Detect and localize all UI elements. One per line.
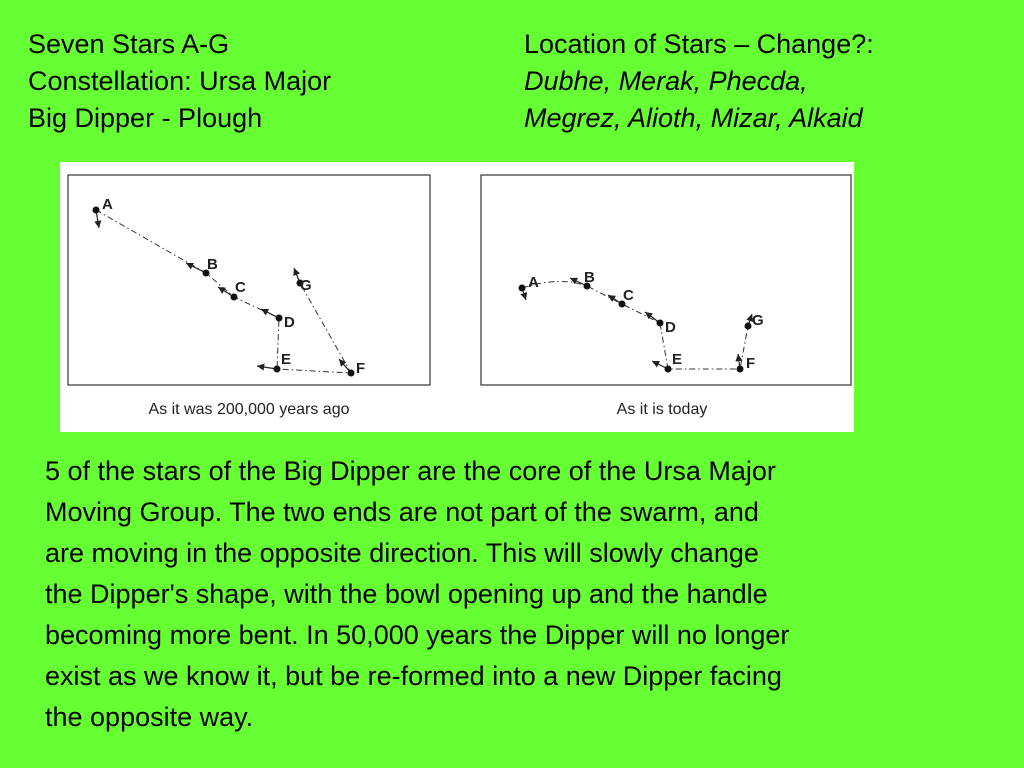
- past-star-b: [202, 269, 210, 277]
- paragraph-line-7: the opposite way.: [45, 702, 254, 732]
- present-dipper: [521, 280, 749, 370]
- explanation-paragraph: 5 of the stars of the Big Dipper are the…: [45, 451, 1005, 738]
- star-names-line-2: Megrez, Alioth, Mizar, Alkaid: [524, 103, 863, 133]
- present-star-c: [618, 300, 626, 308]
- present-star-f: [736, 365, 744, 373]
- past-motion-arrows: [94, 209, 352, 374]
- present-stars: [518, 282, 752, 373]
- present-label-d: D: [665, 319, 676, 336]
- past-dipper: [95, 209, 352, 374]
- heading-left: Seven Stars A-G Constellation: Ursa Majo…: [28, 26, 498, 137]
- past-star-e: [273, 365, 281, 373]
- past-label-d: D: [284, 314, 295, 331]
- paragraph-line-2: Moving Group. The two ends are not part …: [45, 497, 759, 527]
- past-star-g: [296, 279, 304, 287]
- paragraph-line-6: exist as we know it, but be re-formed in…: [45, 661, 782, 691]
- past-dipper-outline: [95, 209, 352, 374]
- present-star-a: [518, 284, 526, 292]
- heading-right: Location of Stars – Change?: Dubhe, Mera…: [524, 26, 1014, 137]
- past-label-g: G: [300, 277, 312, 294]
- heading-constellation: Constellation: Ursa Major: [28, 66, 332, 96]
- heading-location-change: Location of Stars – Change?:: [524, 29, 874, 59]
- present-star-e: [664, 365, 672, 373]
- present-star-b: [583, 282, 591, 290]
- paragraph-line-3: are moving in the opposite direction. Th…: [45, 538, 759, 568]
- present-label-e: E: [672, 351, 682, 368]
- present-star-d: [656, 319, 664, 327]
- present-label-g: G: [752, 312, 764, 329]
- paragraph-line-4: the Dipper's shape, with the bowl openin…: [45, 579, 768, 609]
- past-label-e: E: [281, 351, 291, 368]
- paragraph-line-5: becoming more bent. In 50,000 years the …: [45, 620, 790, 650]
- past-star-d: [275, 314, 283, 322]
- present-dipper-outline: [521, 280, 749, 370]
- present-motion-arrows: [520, 277, 754, 370]
- past-label-a: A: [102, 196, 113, 213]
- heading-seven-stars: Seven Stars A-G: [28, 29, 230, 59]
- past-star-f: [347, 369, 355, 377]
- paragraph-line-1: 5 of the stars of the Big Dipper are the…: [45, 456, 776, 486]
- past-caption: As it was 200,000 years ago: [148, 401, 349, 418]
- past-stars: [92, 206, 355, 377]
- past-label-f: F: [356, 360, 365, 377]
- past-star-c: [230, 293, 238, 301]
- present-label-c: C: [623, 287, 634, 304]
- past-label-c: C: [235, 279, 246, 296]
- past-star-a: [92, 206, 100, 214]
- star-motion-figure: A B C D E F G As it was 200,000 years ag…: [60, 162, 854, 432]
- present-panel-frame: [480, 174, 852, 386]
- star-motion-diagram: A B C D E F G As it was 200,000 years ag…: [67, 174, 852, 418]
- heading-big-dipper: Big Dipper - Plough: [28, 103, 263, 133]
- star-names-line-1: Dubhe, Merak, Phecda,: [524, 66, 808, 96]
- present-label-f: F: [746, 355, 755, 372]
- present-caption: As it is today: [617, 401, 708, 418]
- present-label-a: A: [528, 274, 539, 291]
- past-panel-frame: [67, 174, 431, 386]
- present-star-g: [744, 322, 752, 330]
- past-label-b: B: [207, 256, 218, 273]
- present-label-b: B: [584, 269, 595, 286]
